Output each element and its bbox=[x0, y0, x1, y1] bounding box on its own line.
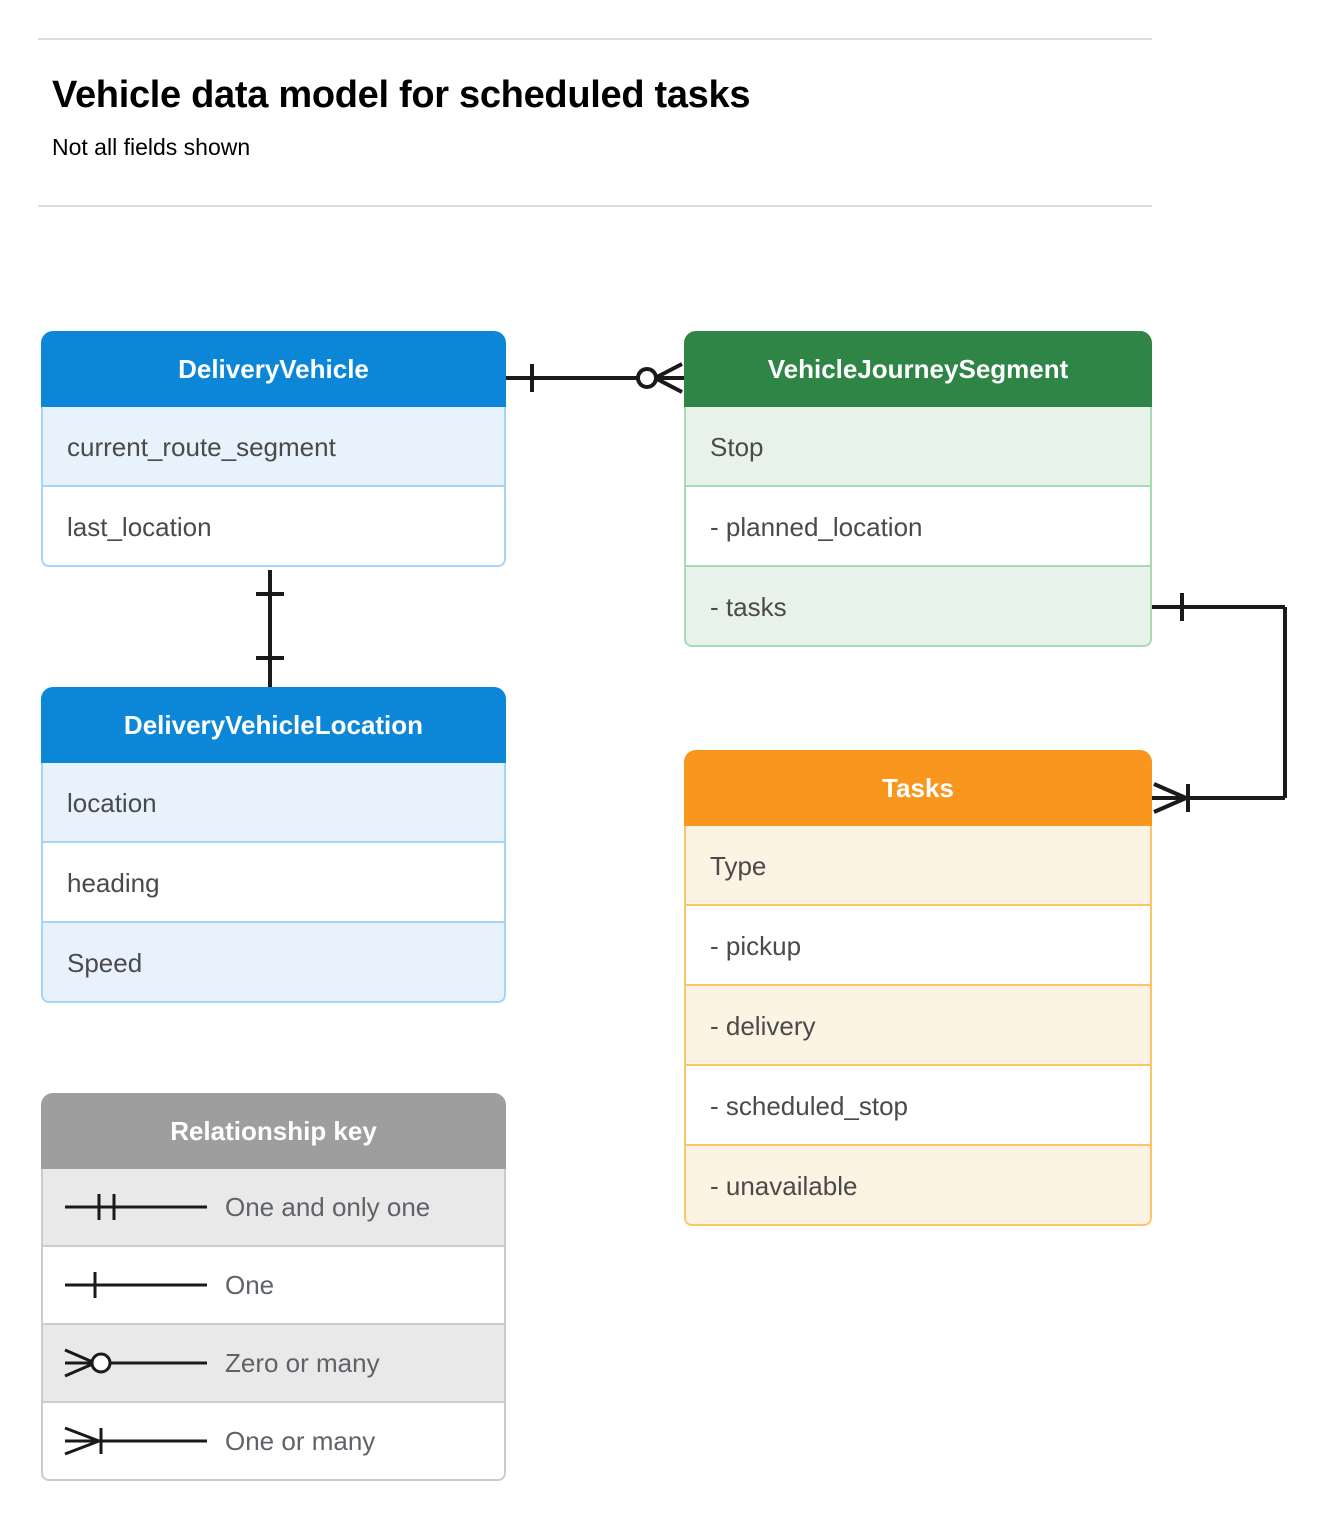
legend-label: One or many bbox=[225, 1426, 376, 1456]
field-row: current_route_segment bbox=[41, 407, 506, 487]
field-row: heading bbox=[41, 843, 506, 923]
field-row: - planned_location bbox=[684, 487, 1152, 567]
entity-vehicle-journey-segment[interactable]: VehicleJourneySegment Stop - planned_loc… bbox=[684, 331, 1152, 647]
legend-item-one: One bbox=[41, 1247, 506, 1325]
field-row: - scheduled_stop bbox=[684, 1066, 1152, 1146]
field-row: Type bbox=[684, 826, 1152, 906]
legend-title: Relationship key bbox=[41, 1093, 506, 1169]
legend-item-one-or-many: One or many bbox=[41, 1403, 506, 1481]
legend-label: One bbox=[225, 1270, 275, 1300]
field-row: - pickup bbox=[684, 906, 1152, 986]
field-row: - tasks bbox=[684, 567, 1152, 647]
link-vehiclejourneysegment-tasks bbox=[1152, 593, 1287, 814]
entity-title-vehicle-journey-segment: VehicleJourneySegment bbox=[684, 331, 1152, 407]
legend-item-zero-or-many: Zero or many bbox=[41, 1325, 506, 1403]
field-row: last_location bbox=[41, 487, 506, 567]
legend-label: One and only one bbox=[225, 1192, 431, 1222]
entity-title-delivery-vehicle: DeliveryVehicle bbox=[41, 331, 506, 407]
field-row: location bbox=[41, 763, 506, 843]
field-row: Speed bbox=[41, 923, 506, 1003]
page-title: Vehicle data model for scheduled tasks bbox=[52, 74, 751, 116]
field-row: - delivery bbox=[684, 986, 1152, 1066]
legend-relationship-key[interactable]: Relationship key One and only one bbox=[41, 1093, 506, 1481]
entity-delivery-vehicle[interactable]: DeliveryVehicle current_route_segment la… bbox=[41, 331, 506, 567]
one-or-many-icon bbox=[64, 1426, 207, 1456]
one-icon bbox=[65, 1272, 207, 1298]
link-deliveryvehicle-vehiclejourneysegment bbox=[506, 362, 684, 394]
zero-or-many-icon bbox=[64, 1348, 207, 1378]
entity-delivery-vehicle-location[interactable]: DeliveryVehicleLocation location heading… bbox=[41, 687, 506, 1003]
entity-tasks[interactable]: Tasks Type - pickup - delivery - schedul… bbox=[684, 750, 1152, 1226]
link-deliveryvehicle-deliveryvehiclelocation bbox=[256, 570, 284, 687]
legend-item-one-and-only-one: One and only one bbox=[41, 1169, 506, 1247]
entity-title-delivery-vehicle-location: DeliveryVehicleLocation bbox=[41, 687, 506, 763]
header-divider-bottom bbox=[38, 205, 1152, 207]
one-and-only-one-icon bbox=[65, 1194, 207, 1220]
entity-title-tasks: Tasks bbox=[684, 750, 1152, 826]
legend-label: Zero or many bbox=[225, 1348, 380, 1378]
field-row: Stop bbox=[684, 407, 1152, 487]
field-row: - unavailable bbox=[684, 1146, 1152, 1226]
page-subtitle: Not all fields shown bbox=[52, 134, 251, 160]
header-divider-top bbox=[38, 38, 1152, 40]
